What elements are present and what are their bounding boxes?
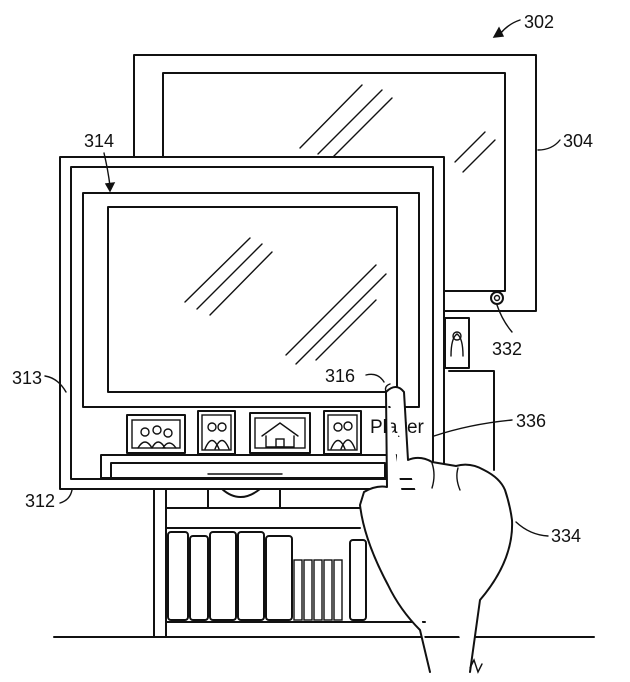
leader-313 — [44, 375, 67, 393]
label-312: 312 — [25, 491, 55, 511]
label-332: 332 — [492, 339, 522, 359]
group-photo-icon — [126, 414, 186, 454]
button-leader — [496, 304, 513, 333]
tv-leader — [537, 139, 561, 151]
hand — [359, 383, 514, 674]
label-316: 316 — [325, 366, 355, 386]
leader-316 — [365, 373, 385, 383]
label-304: 304 — [563, 131, 593, 151]
tv-button-icon — [490, 291, 504, 305]
tablet: Player — [59, 156, 445, 490]
label-313: 313 — [12, 368, 42, 388]
tv-glare — [299, 84, 393, 161]
leader-312 — [59, 489, 73, 504]
leader-334 — [515, 521, 549, 537]
label-334: 334 — [551, 526, 581, 546]
portrait-photo-icon — [444, 317, 470, 369]
house-photo-icon — [249, 412, 311, 454]
tablet-screen — [107, 206, 398, 393]
books — [167, 531, 367, 621]
tablet-screen-outer — [82, 192, 420, 408]
tablet-frame — [59, 156, 445, 490]
label-302: 302 — [524, 12, 554, 32]
fig-label-group: 302 — [492, 12, 554, 38]
tablet-glare — [184, 237, 273, 316]
label-336: 336 — [516, 411, 546, 431]
leader-336 — [433, 419, 513, 437]
label-314: 314 — [84, 131, 114, 151]
